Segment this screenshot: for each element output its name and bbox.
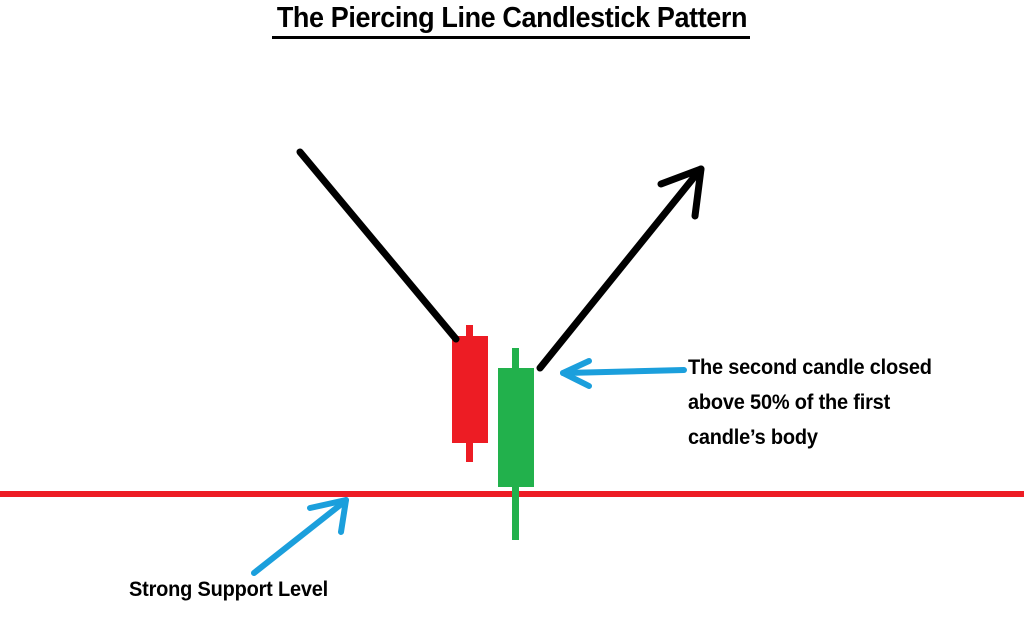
annotation-pointer-shaft-icon — [563, 367, 687, 376]
second-candle-upper-wick — [512, 348, 519, 372]
uptrend-arrowhead-left-barb-icon — [657, 165, 705, 188]
second-candle-annotation: The second candle closed above 50% of th… — [688, 350, 992, 455]
support-pointer-shaft-icon — [251, 499, 347, 576]
annotation-line-2: above 50% of the first — [688, 391, 891, 414]
annotation-line-3: candle’s body — [688, 426, 818, 449]
first-candle-body — [452, 336, 488, 443]
downtrend-line-icon — [296, 148, 460, 343]
page-title: The Piercing Line Candlestick Pattern — [276, 2, 748, 34]
support-pointer-left-barb-icon — [307, 497, 349, 511]
first-candle-upper-wick — [466, 325, 473, 339]
second-candle-lower-wick — [512, 483, 519, 540]
annotation-pointer-upper-barb-icon — [560, 358, 592, 376]
title-underline — [272, 36, 750, 39]
annotation-pointer-lower-barb-icon — [560, 370, 592, 389]
first-candle-lower-wick — [466, 438, 473, 462]
uptrend-arrow-shaft-icon — [536, 167, 703, 372]
support-pointer-down-barb-icon — [338, 497, 349, 535]
annotation-line-1: The second candle closed — [688, 356, 932, 379]
support-level-label: Strong Support Level — [129, 578, 329, 601]
second-candle-body — [498, 368, 534, 487]
uptrend-arrowhead-right-barb-icon — [691, 165, 705, 220]
